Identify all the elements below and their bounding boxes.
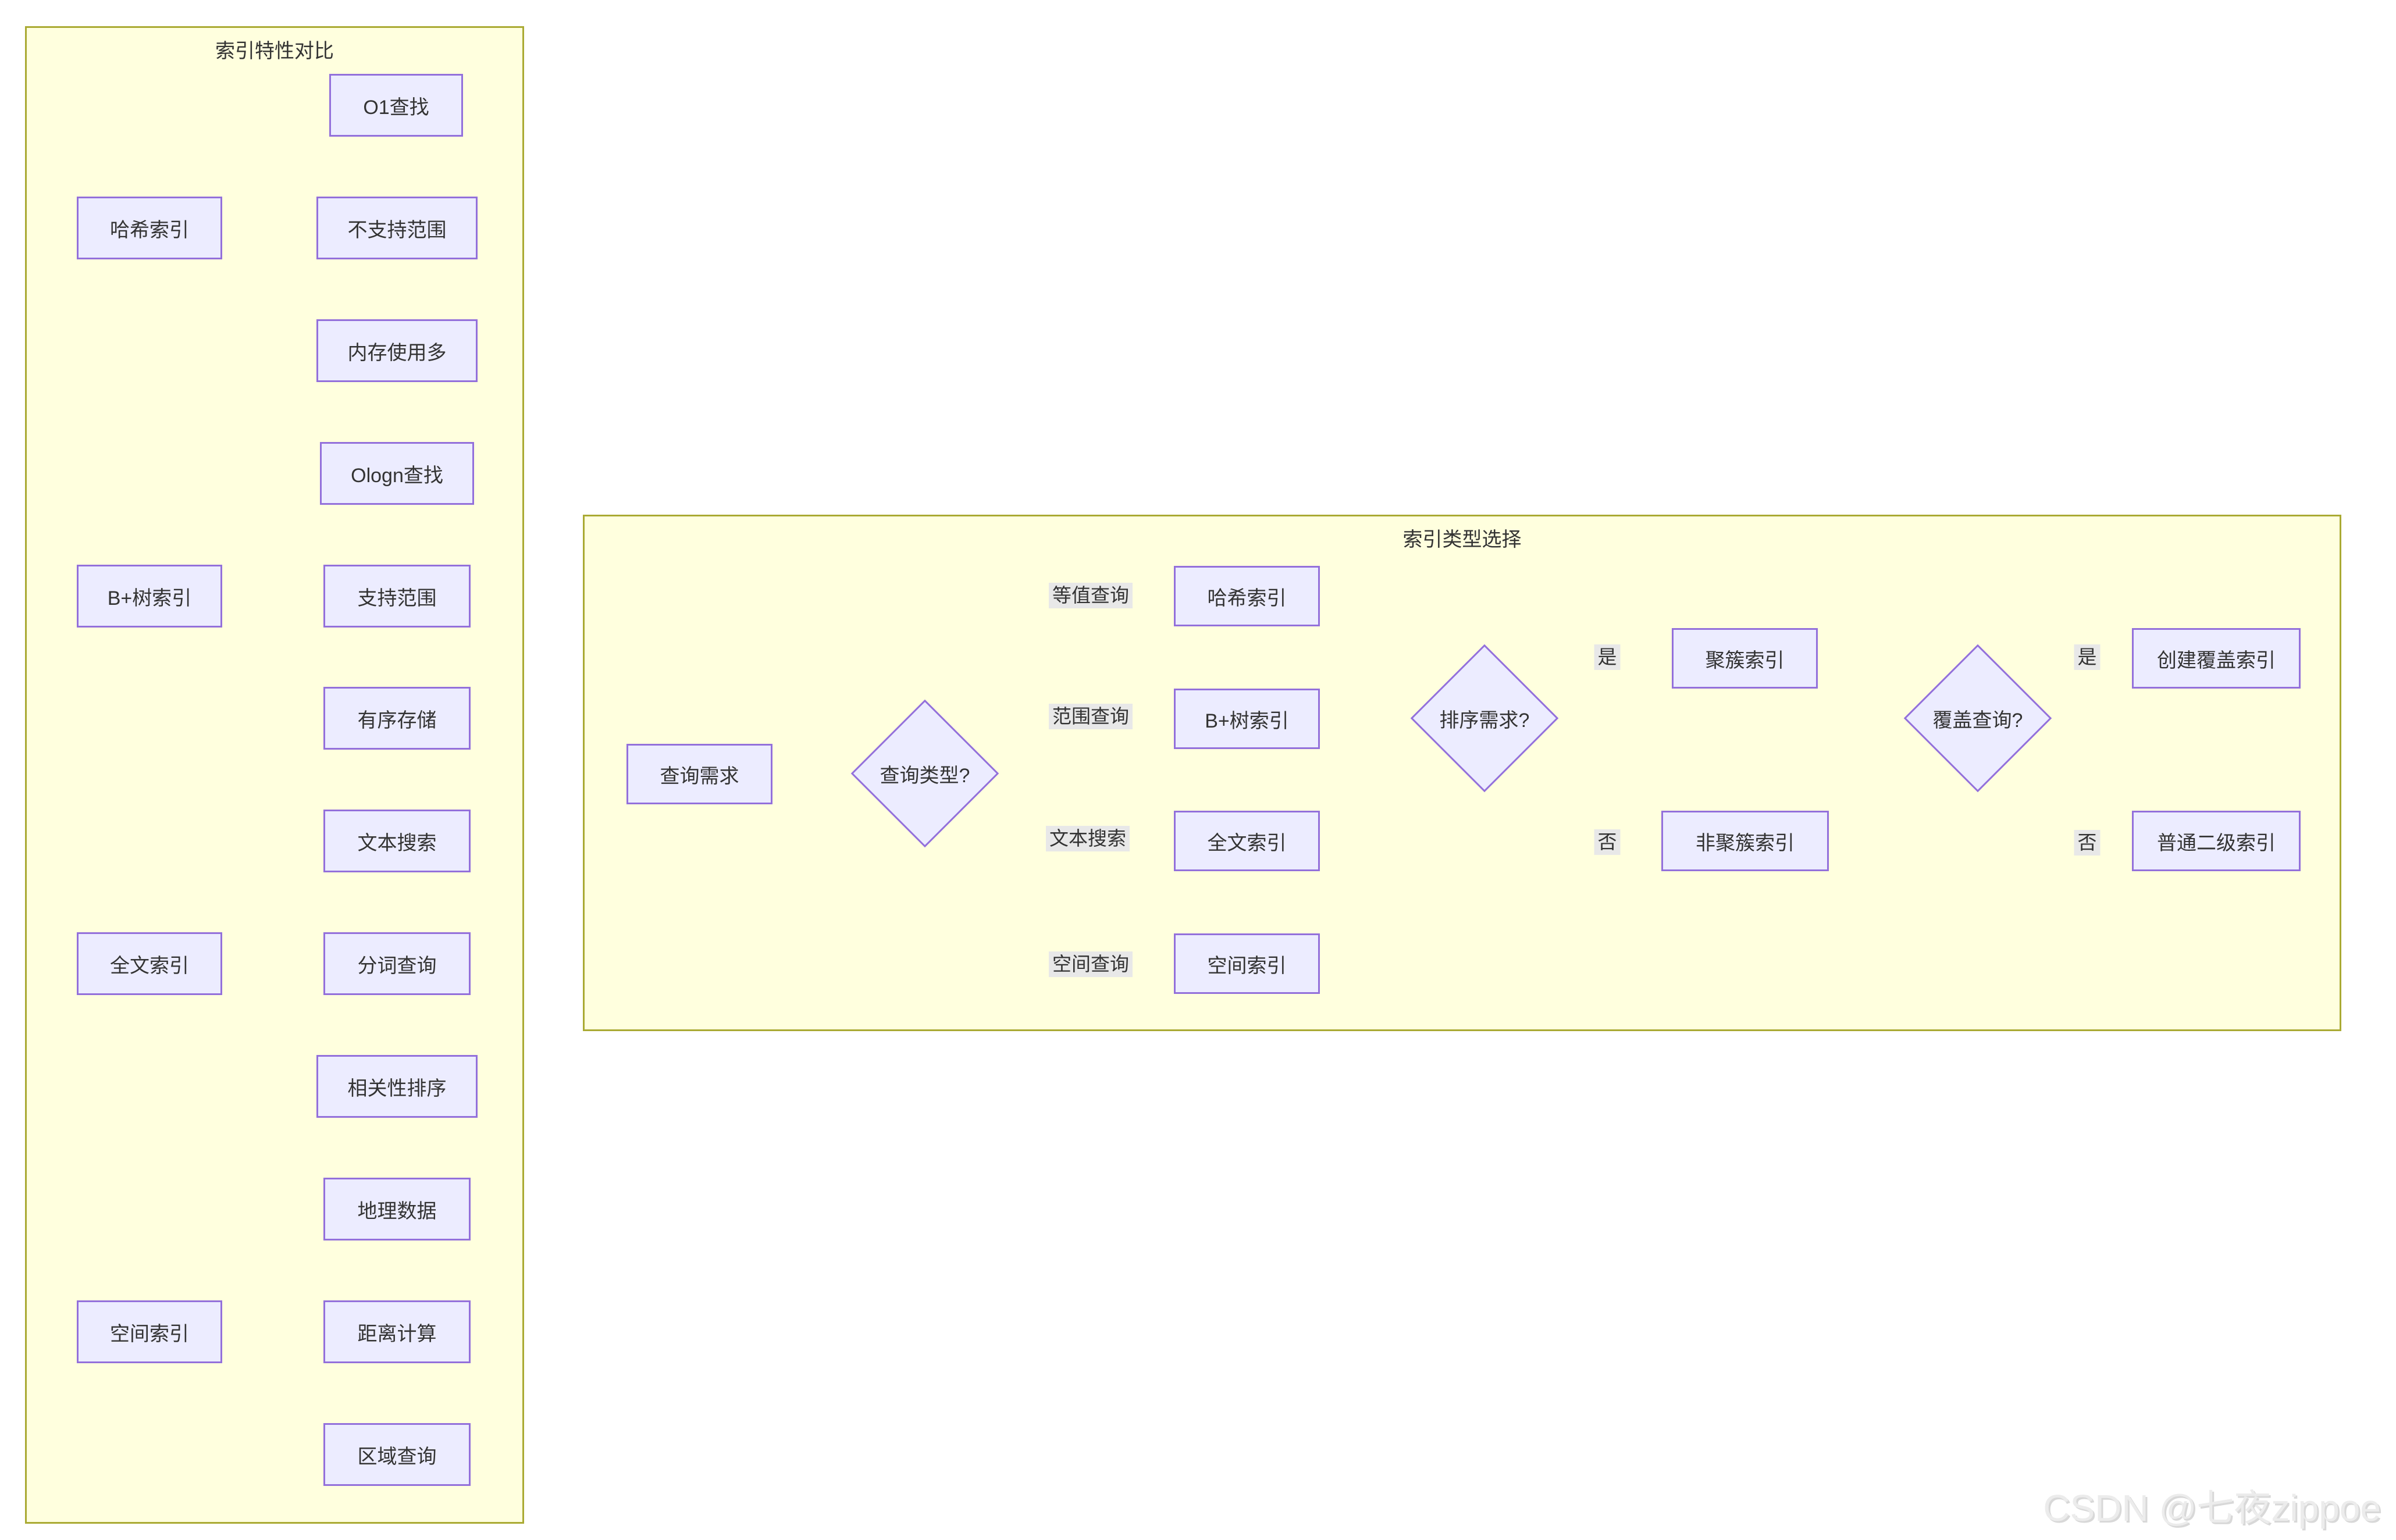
node-no-range-support: 不支持范围 — [316, 197, 478, 259]
node-geographic-data: 地理数据 — [323, 1178, 471, 1240]
csdn-watermark: CSDN @七夜zippoe — [2043, 1487, 2381, 1529]
decision-query-type-label: 查询类型? — [880, 764, 970, 787]
node-ordinary-secondary-index: 普通二级索引 — [2132, 811, 2301, 871]
node-hash-index: 哈希索引 — [77, 197, 222, 259]
node-query-requirement: 查询需求 — [626, 744, 772, 804]
node-tokenized-query: 分词查询 — [323, 932, 471, 995]
panel-title: 索引类型选择 — [1402, 529, 1522, 551]
node-btree-index-choice: B+树索引 — [1174, 689, 1320, 749]
node-create-covering-index: 创建覆盖索引 — [2132, 628, 2301, 689]
edge-label-range-query: 范围查询 — [1049, 704, 1133, 729]
decision-sort-need-label: 排序需求? — [1439, 709, 1530, 732]
panel-index-type-selection: 索引类型选择 — [583, 515, 2341, 1031]
panel-title: 索引特性对比 — [215, 40, 334, 62]
node-o1-lookup: O1查找 — [329, 74, 463, 137]
node-text-search: 文本搜索 — [323, 810, 471, 872]
edge-label-yes: 是 — [2074, 644, 2100, 670]
node-region-query: 区域查询 — [323, 1423, 471, 1486]
edge-label-no: 否 — [2074, 830, 2100, 855]
edge-label-equality-query: 等值查询 — [1049, 583, 1133, 608]
node-fulltext-index: 全文索引 — [77, 932, 222, 995]
node-btree-index: B+树索引 — [77, 565, 222, 628]
edge-label-yes: 是 — [1594, 644, 1621, 670]
node-spatial-index-choice: 空间索引 — [1174, 933, 1320, 994]
node-clustered-index: 聚簇索引 — [1672, 628, 1818, 689]
node-fulltext-index-choice: 全文索引 — [1174, 811, 1320, 871]
node-hash-index-choice: 哈希索引 — [1174, 566, 1320, 626]
node-ologn-lookup: Ologn查找 — [320, 442, 474, 505]
node-ordered-storage: 有序存储 — [323, 687, 471, 750]
node-high-memory-use: 内存使用多 — [316, 319, 478, 382]
node-distance-calc: 距离计算 — [323, 1300, 471, 1363]
node-range-support: 支持范围 — [323, 565, 471, 628]
edge-label-no: 否 — [1594, 829, 1621, 855]
node-nonclustered-index: 非聚簇索引 — [1661, 811, 1829, 871]
edge-label-spatial-query: 空间查询 — [1049, 951, 1133, 977]
edge-label-text-search: 文本搜索 — [1046, 826, 1130, 851]
panel-index-feature-comparison: 索引特性对比 — [25, 26, 524, 1524]
decision-covering-query-label: 覆盖查询? — [1932, 709, 2023, 732]
node-relevance-ranking: 相关性排序 — [316, 1055, 478, 1118]
node-spatial-index: 空间索引 — [77, 1300, 222, 1363]
